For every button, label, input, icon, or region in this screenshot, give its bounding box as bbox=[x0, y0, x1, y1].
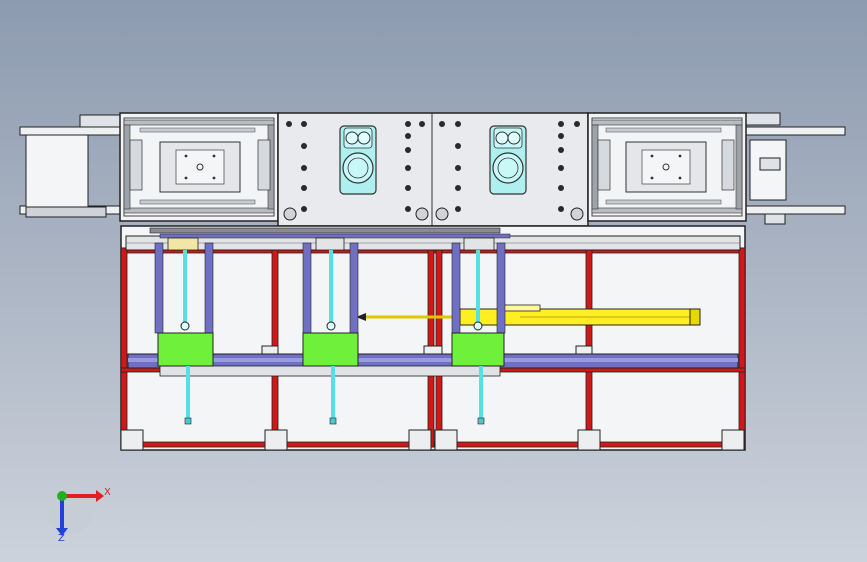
pneumatic-cylinder bbox=[356, 304, 701, 326]
motor-unit-left bbox=[339, 125, 377, 195]
lower-frame-assembly bbox=[120, 225, 746, 451]
gripper-module-3 bbox=[451, 237, 506, 425]
center-mounting-plate bbox=[277, 112, 589, 227]
top-conveyor-assembly bbox=[19, 112, 846, 227]
coordinate-triad bbox=[46, 486, 104, 536]
left-station bbox=[119, 112, 279, 222]
gripper-module-2 bbox=[302, 237, 359, 425]
gripper-module-1 bbox=[154, 237, 214, 425]
axis-z-label: Z bbox=[58, 533, 65, 544]
right-station bbox=[587, 112, 747, 222]
right-extension-rails bbox=[739, 112, 846, 225]
axis-x-label: X bbox=[104, 487, 111, 498]
left-extension-rails bbox=[19, 114, 121, 218]
motor-unit-right bbox=[489, 125, 527, 195]
top-rails bbox=[125, 227, 741, 251]
corner-feet bbox=[120, 345, 745, 451]
